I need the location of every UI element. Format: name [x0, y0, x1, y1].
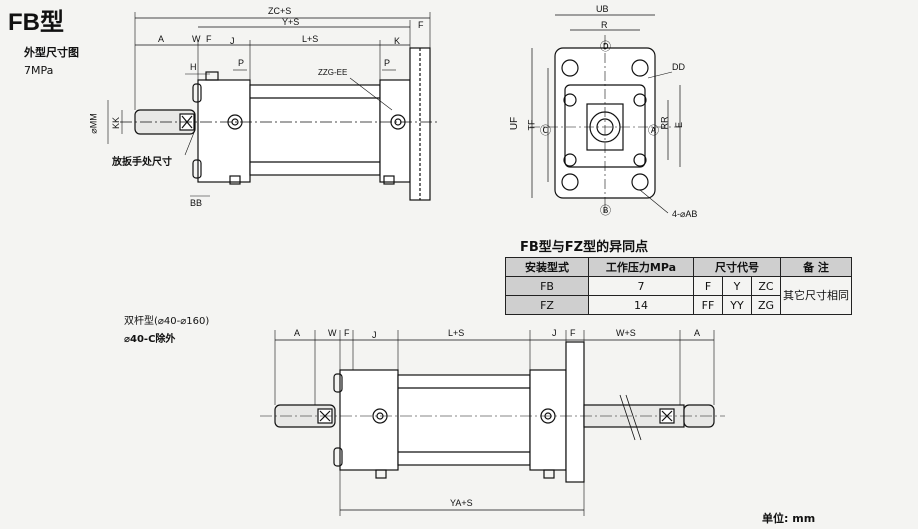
dim-zzg-ee: ZZG-EE [318, 68, 348, 77]
page-title: FB型 [8, 9, 64, 36]
table-row: FB 7 F Y ZC 其它尺寸相同 [505, 276, 852, 315]
double-rod-title: 双杆型(⌀40-⌀160) [124, 316, 210, 327]
dim-a-top: A [158, 34, 165, 44]
dim-a2-bottom: A [694, 328, 701, 338]
table-cell: FB [505, 276, 589, 296]
dim-ub: UB [596, 4, 609, 14]
dim-rr: RR [659, 116, 670, 130]
dim-w-s-bottom: W+S [616, 328, 636, 338]
dim-k-top: K [394, 36, 401, 46]
dim-l-s-top: L+S [302, 34, 319, 44]
table-cell: Y [722, 276, 752, 296]
dim-zc-s: ZC+S [268, 6, 292, 16]
double-rod-view [260, 330, 725, 516]
table-cell: 7 [588, 276, 694, 296]
dim-j-bottom: J [372, 330, 377, 340]
dim-y-s: Y+S [282, 17, 300, 27]
table-header: 尺寸代号 [693, 257, 781, 277]
dim-h: H [190, 62, 197, 72]
dim-p: P [238, 58, 245, 68]
mark-c: Ⓒ [540, 125, 551, 137]
mark-b: Ⓑ [600, 205, 611, 217]
dim-bb: BB [190, 198, 203, 208]
dim-ya-s: YA+S [450, 498, 473, 508]
table-cell: 14 [588, 295, 694, 315]
dim-tf: TF [526, 119, 537, 131]
table-cell: F [693, 276, 723, 296]
dim-e: E [674, 121, 685, 129]
outline-drawing-label: 外型尺寸图 [24, 46, 79, 59]
table-header: 工作压力MPa [588, 257, 694, 277]
dim-uf: UF [509, 116, 521, 131]
dim-a-bottom: A [294, 328, 301, 338]
table-cell: FZ [505, 295, 589, 315]
table-header-row: 安装型式 工作压力MPa 尺寸代号 备 注 [505, 257, 852, 277]
table-remark: 其它尺寸相同 [780, 276, 852, 315]
dim-p2: P [384, 58, 391, 68]
table-header: 安装型式 [505, 257, 589, 277]
dim-kk: KK [111, 116, 122, 130]
flange-side-view [530, 14, 681, 215]
dim-mm: ⌀MM [88, 113, 99, 134]
dim-f2-top: F [206, 34, 212, 44]
mark-d: Ⓓ [600, 41, 611, 53]
dim-j2-bottom: J [552, 328, 557, 338]
table-row: FZ 14 FF YY ZG [505, 295, 852, 315]
dim-l-s-bottom: L+S [448, 328, 465, 338]
table-cell: FF [693, 295, 723, 315]
table-cell: ZG [751, 295, 781, 315]
dim-w-top: W [192, 34, 201, 44]
dim-dd: DD [672, 62, 685, 72]
pressure-label: 7MPa [24, 64, 54, 77]
dim-ab: 4-⌀AB [672, 209, 698, 219]
dim-f-top: F [418, 20, 424, 30]
dim-w-bottom: W [328, 328, 337, 338]
mark-a: Ⓐ [648, 125, 659, 137]
diff-title: FB型与FZ型的异同点 [520, 240, 649, 255]
dim-j-top: J [230, 36, 235, 46]
dim-f-bottom: F [344, 328, 350, 338]
table-cell: ZC [751, 276, 781, 296]
cylinder-top-view [107, 12, 440, 201]
table-header: 备 注 [780, 257, 852, 277]
dim-r: R [601, 20, 608, 30]
wrench-note: 放扳手处尺寸 [112, 157, 172, 168]
table-cell: YY [722, 295, 752, 315]
dim-f2-bottom: F [570, 328, 576, 338]
double-rod-note: ⌀40-C除外 [124, 334, 176, 345]
unit-label: 单位: mm [762, 512, 816, 525]
comparison-table: 安装型式 工作压力MPa 尺寸代号 备 注 FB 7 F Y ZC 其它尺寸相同… [505, 257, 852, 315]
